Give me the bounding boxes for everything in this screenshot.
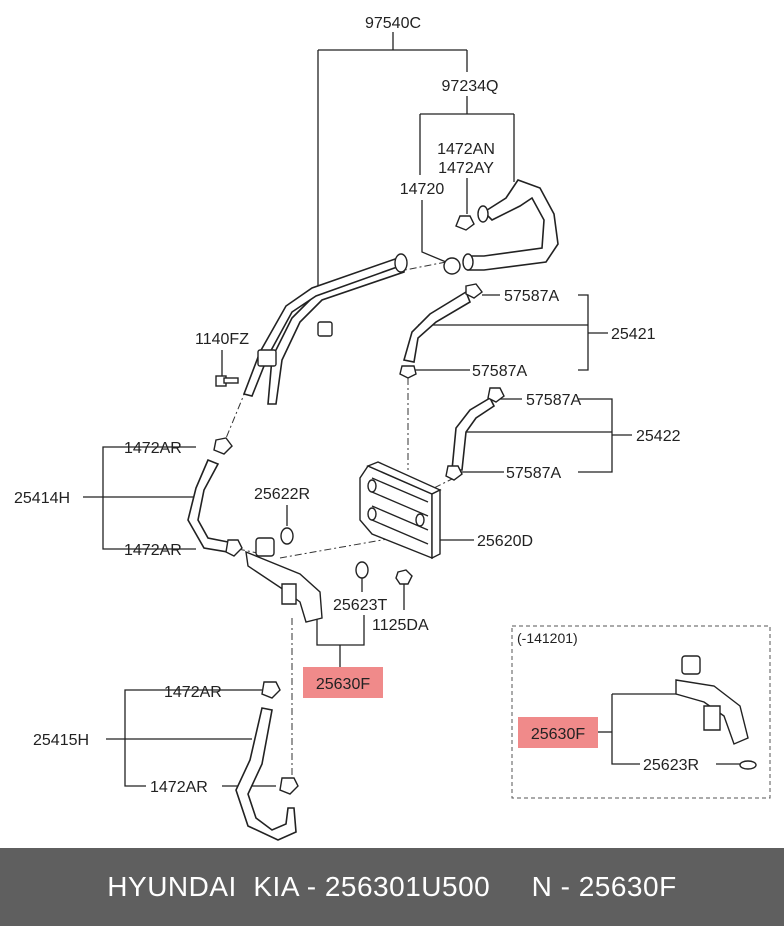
label-inset-date: (-141201) bbox=[517, 630, 578, 646]
label-57587a-3[interactable]: 57587A bbox=[526, 392, 581, 409]
footer-text: HYUNDAI KIA - 256301U500 N - 25630F bbox=[107, 871, 677, 902]
label-25620d[interactable]: 25620D bbox=[477, 533, 533, 550]
label-25622r[interactable]: 25622R bbox=[254, 486, 310, 503]
label-57587a-4[interactable]: 57587A bbox=[506, 465, 561, 482]
label-1472an[interactable]: 1472AN bbox=[437, 141, 495, 158]
inset-box bbox=[511, 625, 771, 799]
highlight-25630f bbox=[303, 667, 383, 698]
label-25415h[interactable]: 25415H bbox=[33, 732, 89, 749]
oring-25623t bbox=[355, 561, 369, 579]
hose-25414h bbox=[187, 437, 243, 557]
label-1125da[interactable]: 1125DA bbox=[372, 617, 429, 634]
inset-fitting-25630f bbox=[675, 655, 749, 745]
hose-97234q bbox=[462, 179, 559, 271]
label-inset-25630f[interactable]: 25630F bbox=[531, 726, 585, 743]
bolt-1140fz bbox=[215, 375, 239, 387]
label-57587a-1[interactable]: 57587A bbox=[504, 288, 559, 305]
label-1472ar-3[interactable]: 1472AR bbox=[164, 684, 222, 701]
hose-25422 bbox=[445, 387, 505, 481]
fitting-25630f bbox=[245, 537, 323, 623]
parts-diagram: .ln { stroke: #222; stroke-width: 1.3; f… bbox=[14, 15, 771, 841]
footer-bar: HYUNDAI KIA - 256301U500 N - 25630F bbox=[0, 848, 784, 926]
label-57587a-2[interactable]: 57587A bbox=[472, 363, 527, 380]
label-1472ar-1[interactable]: 1472AR bbox=[124, 440, 182, 457]
label-inset-25623r[interactable]: 25623R bbox=[643, 757, 699, 774]
label-1472ar-4[interactable]: 1472AR bbox=[150, 779, 208, 796]
label-14720[interactable]: 14720 bbox=[400, 181, 445, 198]
label-25414h[interactable]: 25414H bbox=[14, 490, 70, 507]
leader-lines bbox=[83, 32, 740, 787]
label-25623t[interactable]: 25623T bbox=[333, 597, 387, 614]
label-97234q[interactable]: 97234Q bbox=[442, 78, 499, 95]
label-25421[interactable]: 25421 bbox=[611, 326, 656, 343]
label-25422[interactable]: 25422 bbox=[636, 428, 681, 445]
oil-cooler-25620d bbox=[359, 461, 442, 560]
highlight-inset-25630f bbox=[518, 717, 598, 748]
oring-25622r bbox=[280, 527, 294, 545]
label-1140fz[interactable]: 1140FZ bbox=[195, 331, 249, 348]
bolt-1125da bbox=[395, 569, 413, 585]
label-97540c[interactable]: 97540C bbox=[365, 15, 421, 32]
label-25630f[interactable]: 25630F bbox=[316, 676, 370, 693]
clamps-upper bbox=[443, 215, 475, 275]
inset-oring-25623r bbox=[739, 760, 757, 770]
label-1472ar-2[interactable]: 1472AR bbox=[124, 542, 182, 559]
hose-25415h bbox=[235, 681, 299, 841]
hose-25421 bbox=[399, 283, 483, 379]
label-1472ay[interactable]: 1472AY bbox=[438, 160, 494, 177]
pipe-assembly-97540c bbox=[242, 253, 408, 405]
